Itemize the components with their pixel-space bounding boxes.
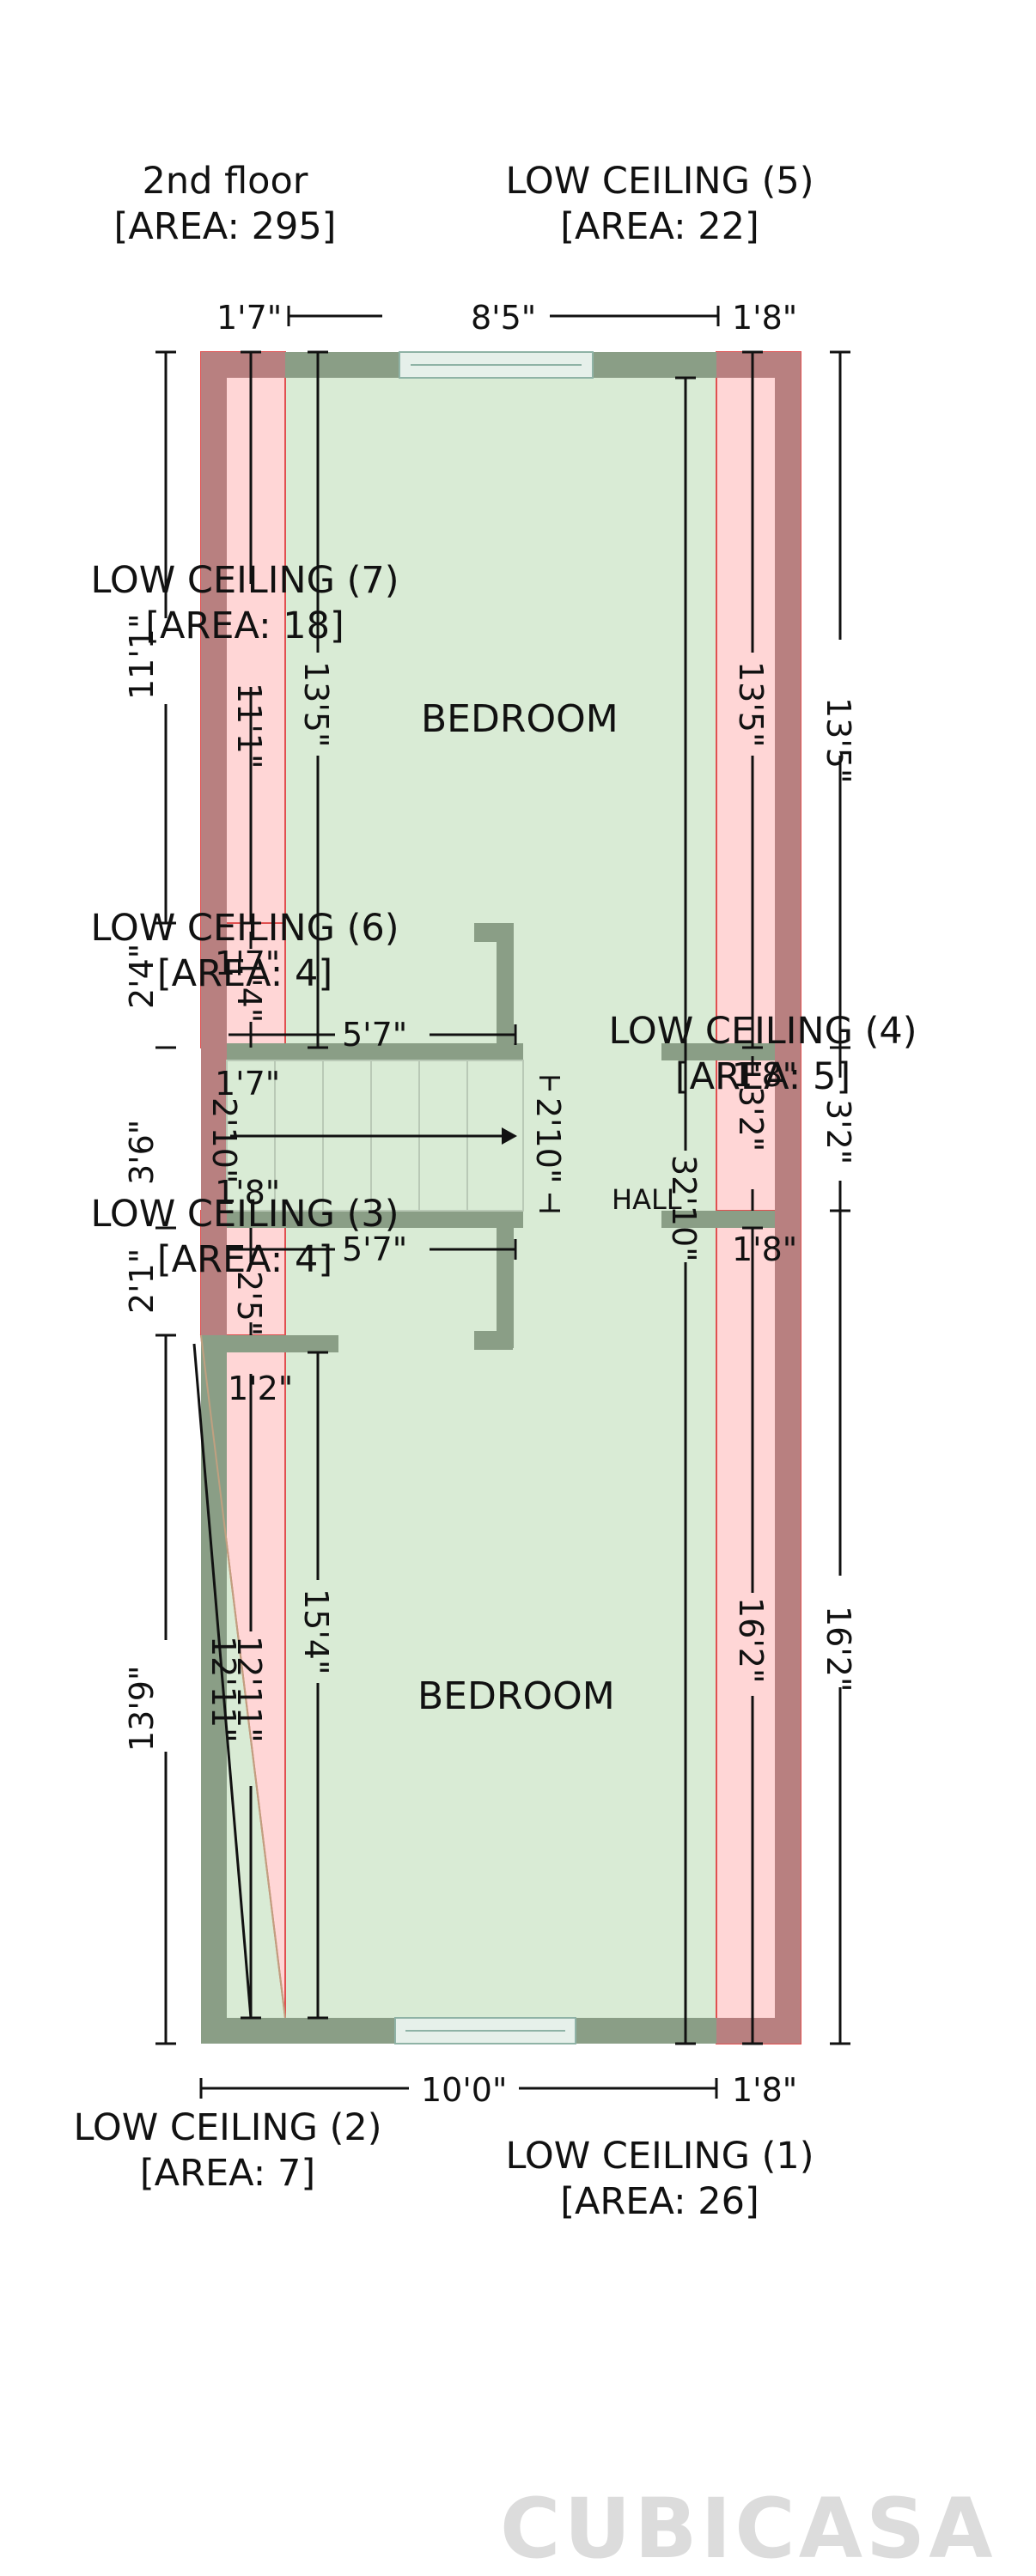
- dim-bed-top-inner-right: 13'5": [732, 661, 770, 747]
- room-label-hall: HALL: [612, 1183, 682, 1216]
- dim-left-upper: 11'1": [123, 614, 161, 700]
- dim-lc4-h: 3'2": [732, 1086, 770, 1151]
- dim-lc3-w: 1'8": [215, 1174, 280, 1212]
- low-ceiling-3-title: LOW CEILING (3): [90, 1193, 399, 1236]
- dimension-labels: 1'7" 8'5" 1'8" 10'0" 1'8" 13'5" 3'2" 16'…: [123, 299, 857, 2109]
- dim-right-upper: 13'5": [820, 697, 857, 783]
- dim-lc2-b: 12'11": [204, 1636, 242, 1743]
- bedroom-top-area: [201, 352, 716, 1048]
- dim-lc2-w: 1'2": [228, 1370, 293, 1407]
- dim-lc6-w: 1'7": [215, 945, 280, 982]
- low-ceiling-5-area: [AREA: 22]: [560, 205, 759, 248]
- area-labels: 2nd floor [AREA: 295] LOW CEILING (5) [A…: [73, 160, 917, 2223]
- dim-bed-top-inner-left: 13'5": [297, 661, 335, 747]
- window-bottom: [394, 2017, 576, 2044]
- dim-bottom-mid: 10'0": [421, 2071, 507, 2109]
- dim-top-mid: 8'5": [471, 299, 536, 337]
- low-ceiling-5-title: LOW CEILING (5): [505, 160, 814, 203]
- dim-stair-left-h: 2'10": [205, 1097, 243, 1183]
- low-ceiling-4-area: [AREA: 5]: [675, 1055, 850, 1098]
- floor-name: 2nd floor: [143, 160, 308, 203]
- dim-left-d: 2'1": [123, 1249, 161, 1314]
- dim-hall-right-w: 1'8": [732, 1230, 797, 1268]
- dim-stair-bottom: 5'7": [342, 1230, 407, 1268]
- low-ceiling-6-area: [AREA: 4]: [157, 952, 332, 995]
- stairs-arrow: [230, 1127, 517, 1145]
- low-ceiling-7-title: LOW CEILING (7): [90, 559, 399, 602]
- dim-lc4-w: 1'8": [732, 1056, 797, 1094]
- dim-top-left: 1'7": [216, 299, 282, 337]
- low-ceiling-4-title: LOW CEILING (4): [608, 1010, 917, 1053]
- dim-bed-bot-inner-right: 16'2": [732, 1597, 770, 1683]
- dim-left-b: 2'4": [123, 944, 161, 1009]
- low-ceiling-3-area: [AREA: 4]: [157, 1238, 332, 1281]
- dim-lc3-h: 2'5": [230, 1271, 268, 1336]
- dim-right-mid: 3'2": [820, 1099, 857, 1164]
- dim-lc2-a: 12'11": [230, 1636, 268, 1743]
- dim-center-long: 32'10": [665, 1155, 703, 1262]
- dim-bottom-right: 1'8": [732, 2071, 797, 2109]
- low-ceiling-7-area: [AREA: 18]: [145, 605, 344, 647]
- low-ceiling-1-title: LOW CEILING (1): [505, 2135, 814, 2178]
- floor-area: [AREA: 295]: [114, 205, 337, 248]
- dim-left-lower: 13'9": [123, 1666, 161, 1752]
- hall-area: [201, 1048, 716, 1211]
- dim-lc6-h: 1'4": [230, 957, 268, 1023]
- low-ceiling-6-title: LOW CEILING (6): [90, 907, 399, 950]
- dim-top-right: 1'8": [732, 299, 797, 337]
- low-ceiling-wall-tint: [201, 352, 801, 2044]
- low-ceiling-1-area: [AREA: 26]: [560, 2180, 759, 2223]
- window-top: [399, 351, 594, 379]
- dim-left-c: 3'6": [123, 1120, 161, 1185]
- dim-bed-bot-inner-left: 15'4": [297, 1589, 335, 1674]
- dim-right-lower: 16'2": [820, 1606, 857, 1692]
- dimension-lines: [155, 306, 850, 2099]
- dim-stair-left-w: 1'7": [215, 1065, 280, 1103]
- cubicasa-logo: CUBICASA: [500, 2481, 996, 2576]
- dim-stair-right-h: 2'10": [529, 1097, 567, 1183]
- low-ceiling-2-area: [AREA: 7]: [140, 2152, 315, 2195]
- room-label-bedroom-bottom: BEDROOM: [417, 1674, 615, 1718]
- dim-stair-top: 5'7": [342, 1016, 407, 1054]
- low-ceiling-2-title: LOW CEILING (2): [73, 2106, 381, 2149]
- dim-lc7-inner: 11'1": [230, 683, 268, 769]
- low-ceiling-2-edge: [200, 1334, 286, 2019]
- room-label-bedroom-top: BEDROOM: [421, 697, 619, 741]
